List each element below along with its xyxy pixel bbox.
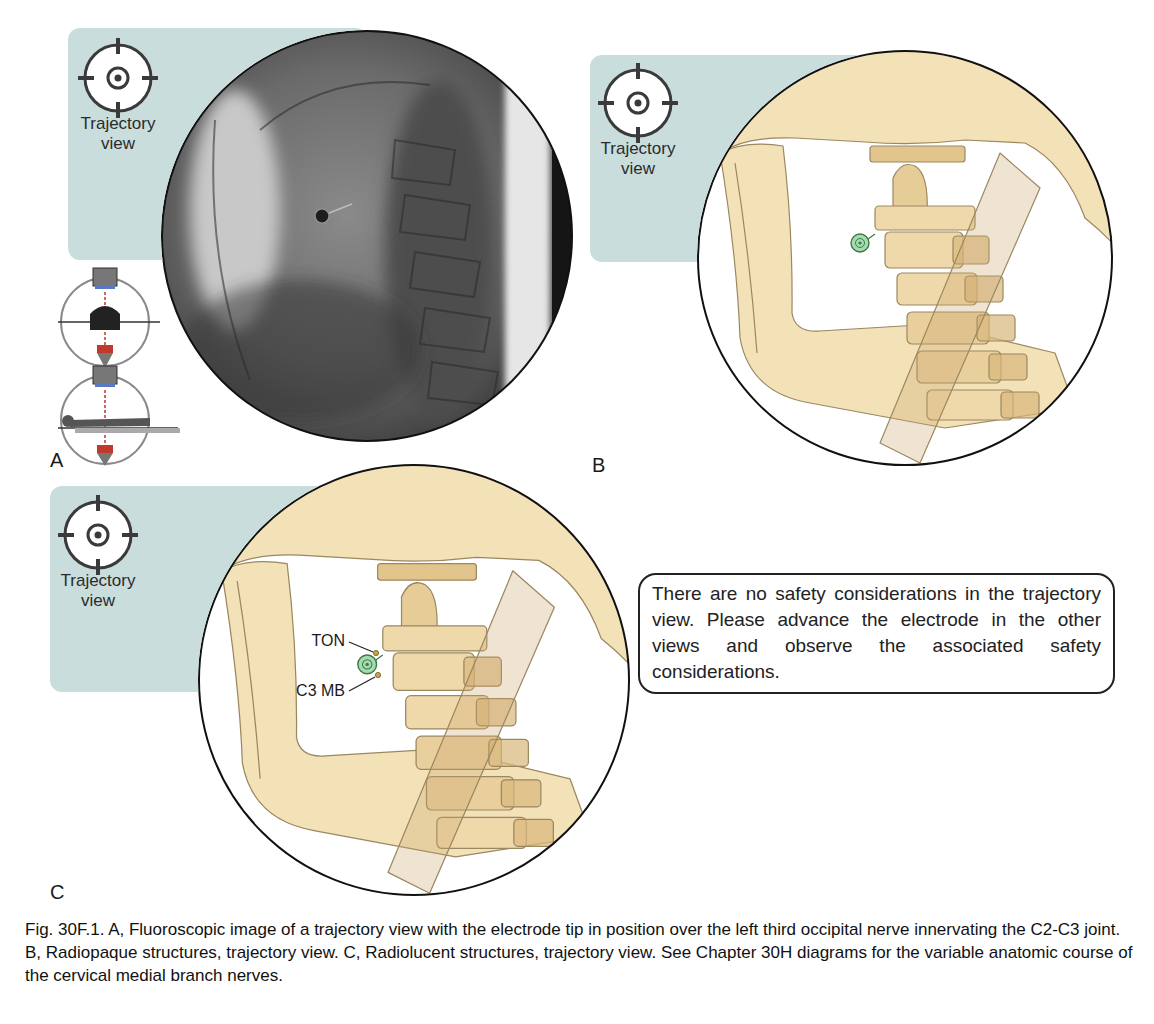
note-box: There are no safety considerations in th… bbox=[638, 573, 1115, 694]
view-panel: Trajectory view bbox=[50, 486, 380, 692]
panel-letter: C bbox=[50, 880, 80, 904]
view-panel: Trajectory view bbox=[590, 55, 910, 262]
figure-caption: Fig. 30F.1. A, Fluoroscopic image of a t… bbox=[25, 918, 1133, 987]
note-text: There are no safety considerations in th… bbox=[652, 581, 1101, 685]
nerve-label: TON bbox=[265, 631, 345, 650]
view-panel: Trajectory view bbox=[68, 28, 368, 260]
panel-fill bbox=[590, 55, 910, 262]
fluoro-edge bbox=[552, 30, 582, 450]
target-icon bbox=[598, 63, 678, 143]
panel-shape bbox=[590, 55, 910, 262]
fluoro-bright-band bbox=[505, 30, 550, 450]
panel-label: Trajectory view bbox=[586, 139, 690, 179]
panel-letter: B bbox=[592, 453, 622, 477]
target-icon bbox=[58, 495, 138, 575]
panel-label: Trajectory view bbox=[66, 114, 170, 154]
fluoro-dark bbox=[180, 280, 420, 420]
c-arm-icon bbox=[58, 268, 180, 466]
panel-letter: A bbox=[50, 448, 80, 472]
nerve-label: C3 MB bbox=[250, 681, 345, 700]
target-icon bbox=[78, 38, 158, 118]
panel-label: Trajectory view bbox=[46, 571, 150, 611]
